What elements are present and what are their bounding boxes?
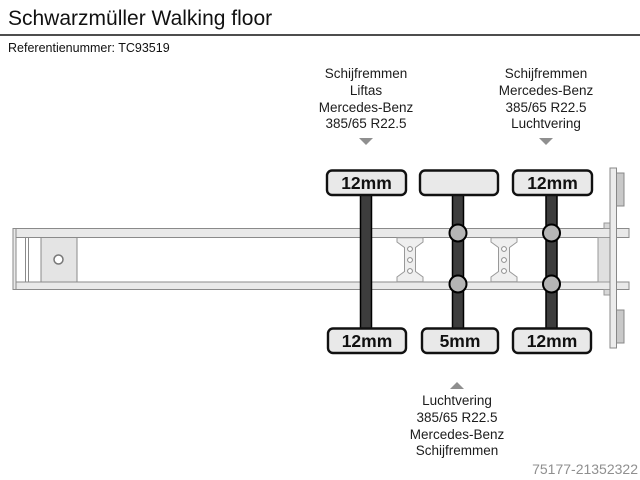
annotation-line: Schijfremmen bbox=[504, 66, 588, 81]
crossmember-hole bbox=[407, 257, 413, 263]
annotation-line: 385/65 R22.5 bbox=[505, 99, 587, 115]
tread-box bbox=[420, 327, 500, 355]
chassis-front-face bbox=[12, 228, 17, 290]
crossmember-2 bbox=[490, 237, 518, 283]
tread-depth-label: 12mm bbox=[342, 331, 393, 351]
tread-boxes-top: 12mm 12mm bbox=[325, 169, 594, 197]
tread-box bbox=[511, 327, 593, 355]
annotation-line: Schijfremmen bbox=[324, 66, 408, 81]
axle-annotation-front: Schijfremmen Liftas Mercedes-Benz 385/65… bbox=[281, 66, 451, 149]
arrow-down-icon bbox=[539, 138, 553, 146]
crossmember-hole bbox=[501, 257, 507, 263]
rear-assembly bbox=[597, 167, 625, 349]
annotation-line: Mercedes-Benz bbox=[498, 82, 594, 98]
tread-boxes-bottom: 12mm 5mm 12mm bbox=[326, 327, 593, 355]
kingpin-plate bbox=[40, 237, 78, 283]
chassis-frame bbox=[12, 228, 630, 290]
tread-depth-label: 12mm bbox=[527, 331, 578, 351]
chassis-bottom-rail bbox=[13, 281, 630, 290]
crossmember-hole bbox=[407, 268, 413, 274]
annotation-line: Luchtvering bbox=[422, 393, 492, 408]
axle-2-bellow-bottom bbox=[448, 274, 468, 294]
crossmember-hole bbox=[501, 268, 507, 274]
arrow-up-icon bbox=[450, 382, 464, 389]
header-divider bbox=[0, 34, 640, 36]
crossmember-hole bbox=[407, 246, 413, 252]
annotation-line: Schijfremmen bbox=[415, 443, 499, 459]
annotation-line: Liftas bbox=[349, 82, 383, 98]
front-crossmember bbox=[25, 237, 29, 283]
chassis-top-rail bbox=[13, 228, 630, 238]
reference-number: Referentienummer: TC93519 bbox=[8, 41, 170, 55]
annotation-line: Luchtvering bbox=[511, 116, 581, 132]
rear-pad-top bbox=[616, 172, 625, 207]
axle-3 bbox=[545, 192, 558, 332]
crossmember-hole bbox=[501, 246, 507, 252]
axle-3-bellow-top bbox=[542, 223, 561, 243]
axle-annotation-rear: Schijfremmen Mercedes-Benz 385/65 R22.5 … bbox=[461, 66, 631, 149]
page-title: Schwarzmüller Walking floor bbox=[8, 7, 273, 30]
kingpin bbox=[53, 254, 64, 265]
annotation-line: Mercedes-Benz bbox=[409, 426, 505, 442]
rear-bumper-bar bbox=[609, 167, 617, 349]
crossmember-1 bbox=[396, 237, 424, 283]
tread-depth-label: 12mm bbox=[527, 173, 578, 193]
annotation-line: Mercedes-Benz bbox=[318, 99, 414, 115]
tread-depth-label: 5mm bbox=[440, 331, 481, 351]
axle-3-bellow-bottom bbox=[542, 274, 561, 294]
tread-depth-label: 12mm bbox=[341, 173, 392, 193]
tread-box bbox=[325, 169, 408, 197]
tread-box bbox=[511, 169, 594, 197]
axle-2-bellow-top bbox=[448, 223, 468, 243]
listing-id: 75177-21352322 bbox=[532, 461, 638, 477]
axle-2 bbox=[451, 192, 465, 332]
annotation-line: 385/65 R22.5 bbox=[325, 116, 407, 132]
axle-1-liftaxle bbox=[359, 192, 373, 332]
axle-annotation-middle: Luchtvering 385/65 R22.5 Mercedes-Benz S… bbox=[372, 377, 542, 460]
rear-pad-bottom bbox=[616, 309, 625, 344]
annotation-line: 385/65 R22.5 bbox=[416, 409, 498, 425]
tread-box bbox=[326, 327, 408, 355]
tread-box bbox=[418, 169, 500, 197]
arrow-down-icon bbox=[359, 138, 373, 146]
